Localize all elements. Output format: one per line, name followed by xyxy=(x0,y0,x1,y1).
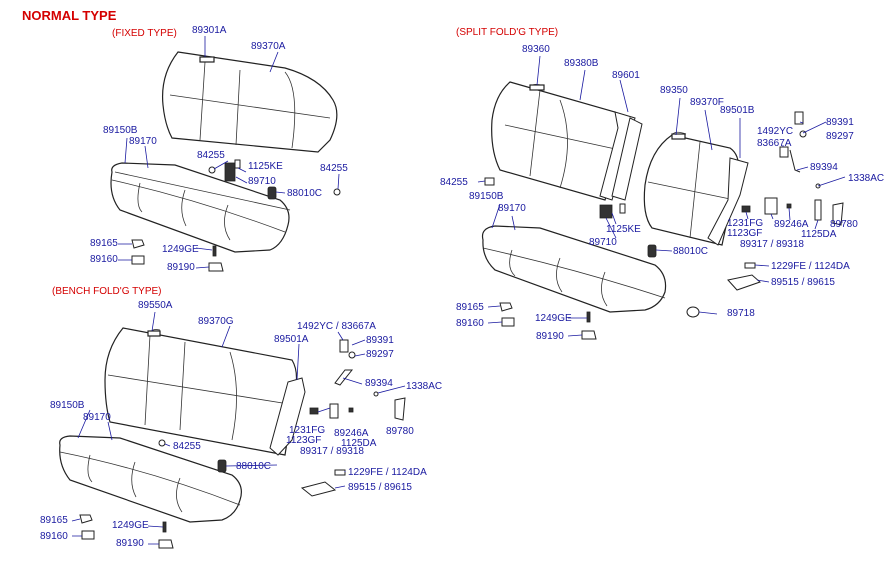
label-89165: 89165 xyxy=(40,515,68,526)
label-89190: 89190 xyxy=(167,262,195,273)
label-89601: 89601 xyxy=(612,70,640,81)
label-89370F: 89370F xyxy=(690,97,724,108)
label-89317-89318: 89317 / 89318 xyxy=(300,446,364,457)
label-89150B: 89150B xyxy=(50,400,85,411)
bench-hinge-89501A xyxy=(269,377,306,456)
label-89501A: 89501A xyxy=(274,334,309,345)
label-1123GF: 1123GF xyxy=(727,228,763,239)
label-1338AC: 1338AC xyxy=(406,381,443,392)
fixed-seat-cushion xyxy=(110,162,290,253)
label-84255: 84255 xyxy=(440,177,468,188)
label-1249GE: 1249GE xyxy=(162,244,199,255)
label-89710: 89710 xyxy=(589,237,617,248)
label-89780: 89780 xyxy=(830,219,858,230)
label-89718: 89718 xyxy=(727,308,755,319)
fixed-type-title: (FIXED TYPE) xyxy=(112,28,177,39)
fixed-89165 xyxy=(131,239,145,249)
split-seat-cushion xyxy=(481,225,667,313)
fixed-headrest-tab xyxy=(199,56,215,63)
bench-89780 xyxy=(394,397,406,421)
bench-type-title: (BENCH FOLD'G TYPE) xyxy=(52,286,162,297)
label-89170: 89170 xyxy=(83,412,111,423)
bench-88010C xyxy=(217,459,227,473)
label-89165: 89165 xyxy=(456,302,484,313)
label-1125DA: 1125DA xyxy=(341,438,377,449)
label-83667A: 83667A xyxy=(757,138,792,149)
fixed-seatback xyxy=(161,51,338,153)
label-89297: 89297 xyxy=(366,349,394,360)
bench-seat-cushion xyxy=(59,435,242,523)
fixed-88010C xyxy=(267,186,277,200)
fixed-part-84255 xyxy=(208,166,216,174)
label-89190: 89190 xyxy=(116,538,144,549)
label-89160: 89160 xyxy=(90,254,118,265)
label-1231FG: 1231FG xyxy=(727,218,764,229)
label-1229FE-1124DA: 1229FE / 1124DA xyxy=(348,467,427,478)
label-1492YC-83667A: 1492YC / 83667A xyxy=(297,321,376,332)
label-88010C: 88010C xyxy=(236,461,272,472)
label-89370G: 89370G xyxy=(198,316,234,327)
bench-89394 xyxy=(334,369,354,386)
main-title: NORMAL TYPE xyxy=(22,8,117,23)
label-88010C: 88010C xyxy=(287,188,323,199)
label-89160: 89160 xyxy=(456,318,484,329)
label-89710: 89710 xyxy=(248,176,276,187)
fixed-part-84255b xyxy=(333,188,341,196)
label-89350: 89350 xyxy=(660,85,688,96)
label-89370A: 89370A xyxy=(251,41,286,52)
label-1249GE: 1249GE xyxy=(112,520,149,531)
label-89301A: 89301A xyxy=(192,25,227,36)
label-89170: 89170 xyxy=(129,136,157,147)
label-89246A: 89246A xyxy=(334,428,369,439)
split-type-title: (SPLIT FOLD'G TYPE) xyxy=(456,27,559,38)
label-89317-89318: 89317 / 89318 xyxy=(740,239,804,250)
label-89515-89615: 89515 / 89615 xyxy=(348,482,412,493)
label-89391: 89391 xyxy=(826,117,854,128)
fixed-1249GE xyxy=(212,245,217,257)
label-1125DA: 1125DA xyxy=(801,229,837,240)
label-89246A: 89246A xyxy=(774,219,809,230)
label-89501B: 89501B xyxy=(720,105,755,116)
label-89150B: 89150B xyxy=(469,191,504,202)
label-84255: 84255 xyxy=(320,163,348,174)
label-1125KE: 1125KE xyxy=(606,224,641,235)
label-1231FG: 1231FG xyxy=(289,425,326,436)
label-89160: 89160 xyxy=(40,531,68,542)
label-1338AC: 1338AC xyxy=(848,173,885,184)
label-84255: 84255 xyxy=(197,150,225,161)
split-88010C xyxy=(647,244,657,258)
split-89780 xyxy=(832,202,844,226)
label-1125KE: 1125KE xyxy=(248,161,283,172)
label-89515-89615: 89515 / 89615 xyxy=(771,277,835,288)
label-89297: 89297 xyxy=(826,131,854,142)
fixed-89160 xyxy=(131,255,145,265)
label-84255: 84255 xyxy=(173,441,201,452)
label-89380B: 89380B xyxy=(564,58,599,69)
label-89190: 89190 xyxy=(536,331,564,342)
label-89394: 89394 xyxy=(365,378,393,389)
label-89394: 89394 xyxy=(810,162,838,173)
label-89391: 89391 xyxy=(366,335,394,346)
label-89150B: 89150B xyxy=(103,125,138,136)
bench-seatback xyxy=(104,327,298,456)
label-89780: 89780 xyxy=(386,426,414,437)
fixed-89190 xyxy=(208,262,224,272)
label-89550A: 89550A xyxy=(138,300,173,311)
fixed-bracket-89710 xyxy=(224,162,236,182)
label-1229FE-1124DA: 1229FE / 1124DA xyxy=(771,261,850,272)
label-1249GE: 1249GE xyxy=(535,313,572,324)
split-40-seatback xyxy=(643,134,739,246)
label-1123GF: 1123GF xyxy=(286,435,322,446)
split-89718 xyxy=(686,306,700,318)
split-hinge-89501B xyxy=(707,157,749,246)
label-89165: 89165 xyxy=(90,238,118,249)
label-89170: 89170 xyxy=(498,203,526,214)
label-88010C: 88010C xyxy=(673,246,709,257)
label-89360: 89360 xyxy=(522,44,550,55)
split-bracket-89710 xyxy=(599,204,613,219)
label-1492YC: 1492YC xyxy=(757,126,794,137)
